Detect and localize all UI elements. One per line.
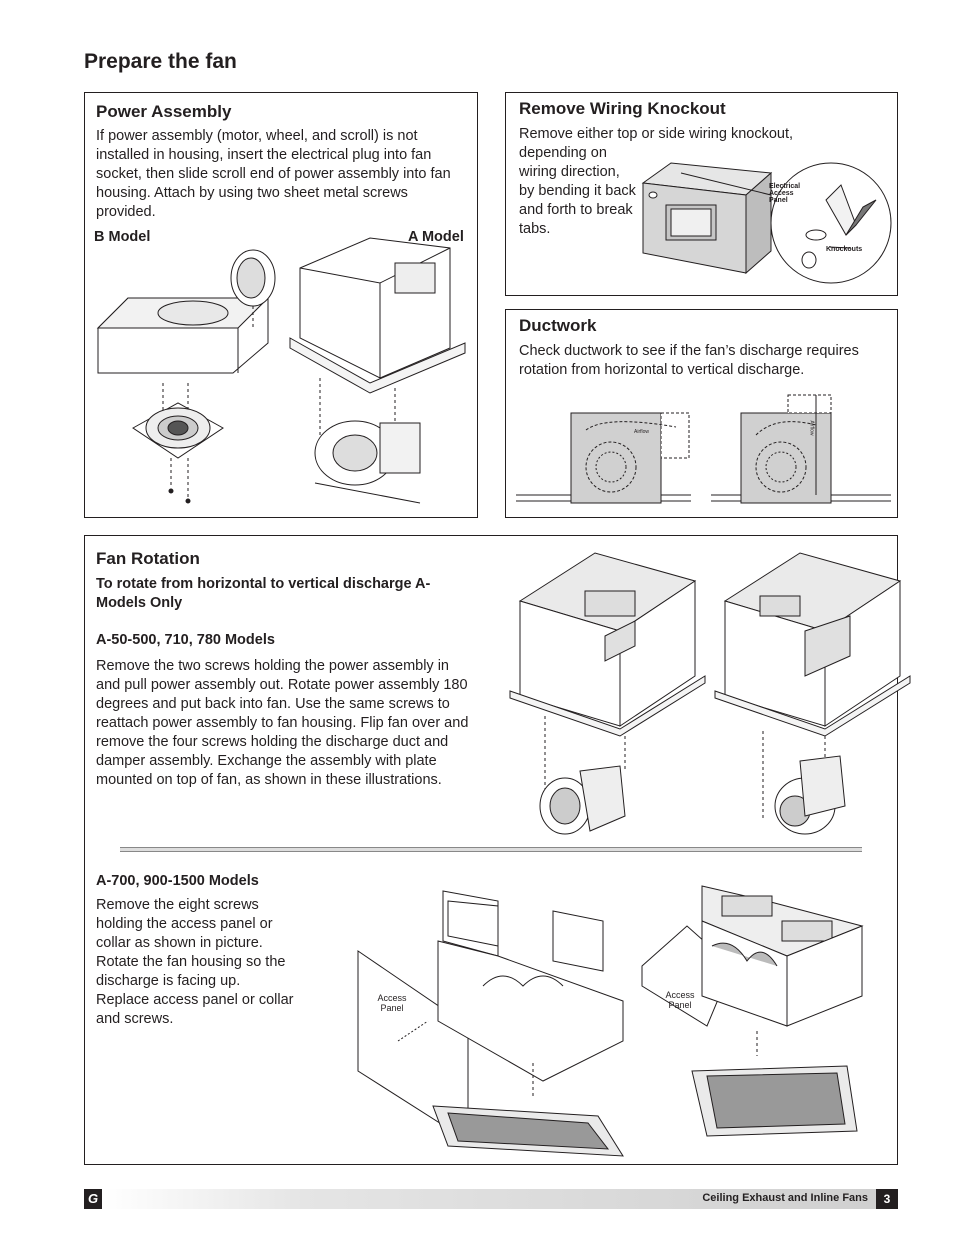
section2-text: Remove the eight screws holding the acce… [96,897,294,1027]
electrical-access-panel-label: Electrical Access Panel [769,183,801,204]
power-assembly-text: If power assembly (motor, wheel, and scr… [96,128,451,220]
ductwork-panel: Ductwork Check ductwork to see if the fa… [505,309,898,518]
a50-rotated-illustration [714,552,911,835]
a50-original-illustration [509,552,706,835]
knockouts-label: Knockouts [826,246,863,253]
access-panel-label-right: Access Panel [665,990,695,1010]
footer-logo: G [84,1189,102,1209]
wiring-knockout-text-line1: Remove either top or side wiring knockou… [519,126,794,142]
airflow-label-horizontal: Airflow [634,429,650,435]
a700-original-illustration [357,890,624,1157]
ductwork-text: Check ductwork to see if the fan’s disch… [519,343,859,378]
section2-heading: A-700, 900-1500 Models [96,873,259,889]
page-number: 3 [876,1189,898,1209]
section-divider [120,847,862,852]
ductwork-illustration [516,394,891,504]
b-model-illustration [96,249,276,504]
wiring-knockout-panel: Remove Wiring Knockout Remove either top… [505,92,898,296]
wiring-knockout-title: Remove Wiring Knockout [519,99,726,118]
section1-text: Remove the two screws holding the power … [96,658,469,788]
logo-icon: G [87,1191,99,1206]
fan-rotation-subtitle: To rotate from horizontal to vertical di… [96,576,431,611]
ductwork-title: Ductwork [519,316,597,335]
footer-bar: Ceiling Exhaust and Inline Fans 3 [104,1189,898,1209]
b-model-label: B Model [94,229,151,245]
a700-rotated-illustration [641,885,864,1137]
fan-rotation-panel: Fan Rotation To rotate from horizontal t… [84,535,911,1165]
page-title: Prepare the fan [84,50,237,73]
wiring-knockout-text-rest: depending on wiring direction, by bendin… [519,145,636,237]
power-assembly-title: Power Assembly [96,102,232,121]
knockout-illustration [641,162,892,284]
footer-text: Ceiling Exhaust and Inline Fans [702,1192,868,1204]
fan-rotation-title: Fan Rotation [96,549,200,568]
airflow-label-vertical: Airflow [808,420,815,436]
section1-heading: A-50-500, 710, 780 Models [96,632,275,648]
access-panel-label-left: Access Panel [377,993,407,1013]
power-assembly-panel: Power Assembly If power assembly (motor,… [84,92,478,518]
a-model-label: A Model [408,229,464,245]
a-model-illustration [289,237,466,504]
